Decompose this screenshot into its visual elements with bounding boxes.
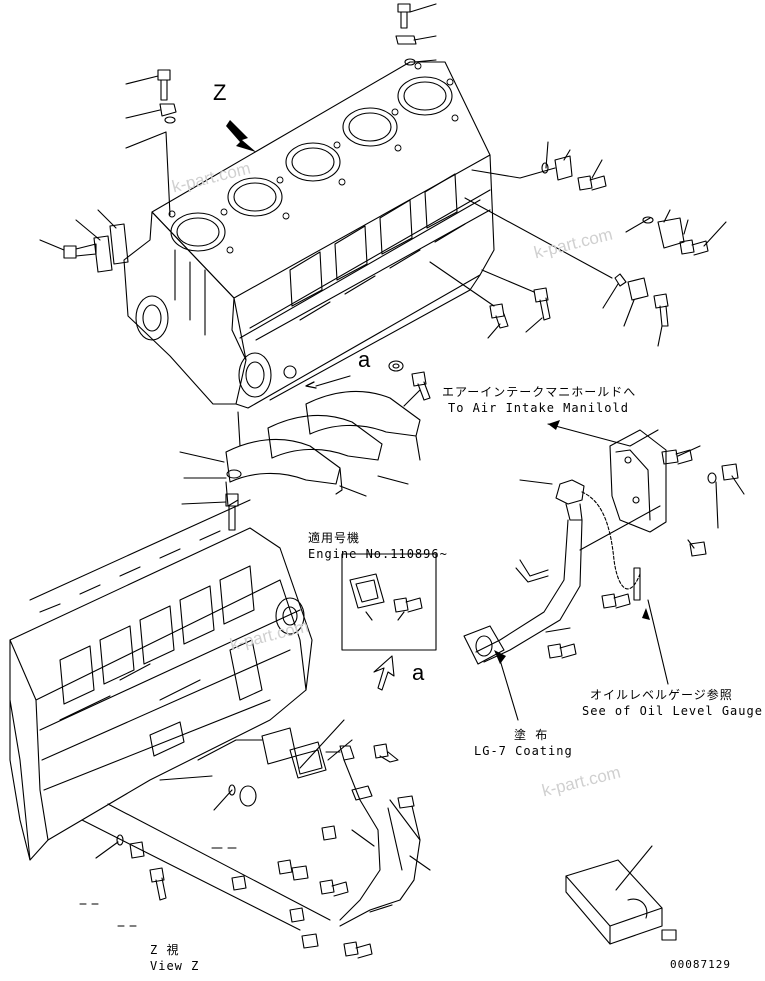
engine-no-label-en: Engine No.110896~: [308, 547, 448, 561]
engine-no-inset: [341, 553, 437, 691]
lower-parts: [79, 719, 431, 959]
cylinder-bores: [170, 76, 453, 252]
ref-a-label-top: a: [358, 347, 371, 372]
air-intake-label-jp: エアーインテークマニホールドへ: [442, 385, 637, 399]
air-intake-label-en: To Air Intake Manilold: [448, 401, 629, 415]
oil-level-label-jp: オイルレベルゲージ参照: [590, 688, 733, 702]
upper-cylinder-block: [123, 61, 495, 409]
upper-fasteners: [39, 3, 727, 407]
coating-label-jp: 塗 布: [514, 728, 549, 742]
oil-level-label-en: See of Oil Level Gauge: [582, 704, 763, 718]
oil-tube-assembly: [463, 420, 745, 721]
engine-no-label-jp: 適用号機: [308, 531, 361, 545]
coating-label-en: LG-7 Coating: [474, 744, 573, 758]
bottom-right-part: [565, 845, 677, 945]
lower-cylinder-block: [9, 499, 313, 861]
main-bearing-caps: [179, 390, 421, 531]
ref-a-label-mid: a: [412, 660, 425, 685]
view-z-label-en: View Z: [150, 959, 200, 973]
view-z-label-jp: Z 視: [150, 943, 180, 957]
drawing-number: 00087129: [670, 958, 731, 971]
view-z-arrow: [226, 120, 256, 152]
view-letter-label: Z: [213, 80, 227, 105]
deck-bolt-holes: [168, 62, 459, 254]
